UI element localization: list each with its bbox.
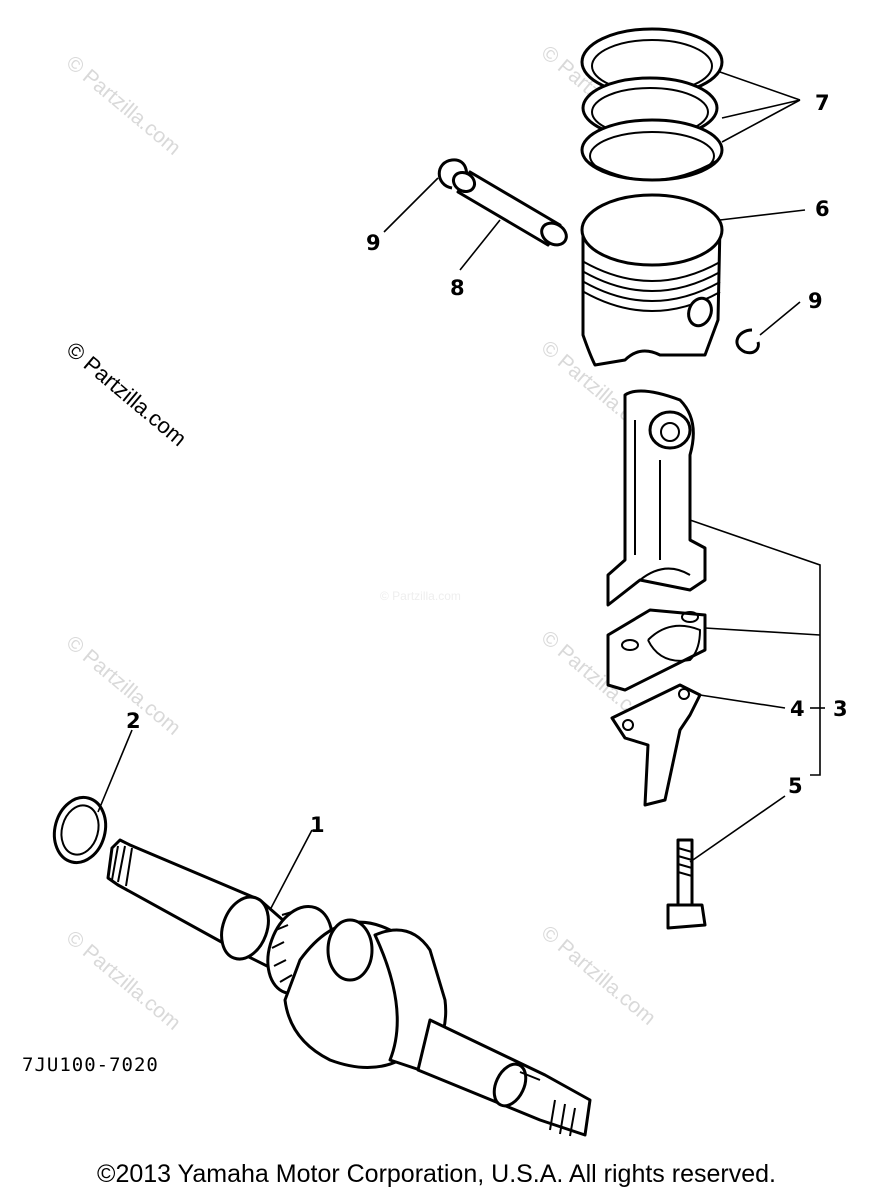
piston-pin — [451, 170, 568, 247]
crankshaft-ring — [52, 795, 108, 865]
rod-bolt — [666, 838, 707, 930]
watermark: © Partzilla.com — [62, 337, 192, 451]
callout-piston-pin: 8 — [450, 276, 465, 300]
watermark: © Partzilla.com — [537, 921, 660, 1030]
callout-clip-right: 9 — [808, 289, 823, 313]
connecting-rod — [606, 389, 707, 607]
connecting-rod-cap — [606, 608, 707, 692]
callout-crankshaft: 1 — [310, 813, 325, 837]
watermark: © Partzilla.com — [62, 631, 185, 740]
watermark: © Partzilla.com — [380, 589, 461, 603]
piston — [580, 193, 724, 367]
diagram-part-number: 7JU100-7020 — [22, 1054, 159, 1076]
piston-pin-clip-right — [735, 328, 760, 355]
callouts: 1 2 3 4 5 6 7 8 9 9 — [126, 91, 848, 837]
callout-bolt: 5 — [788, 774, 803, 798]
crankshaft — [106, 838, 592, 1137]
watermark: © Partzilla.com — [62, 926, 185, 1035]
piston-rings — [580, 27, 724, 182]
callout-rod-assembly: 3 — [833, 697, 848, 721]
callout-piston-rings: 7 — [815, 91, 830, 115]
leader-lines — [97, 71, 825, 911]
watermark: © Partzilla.com — [62, 51, 185, 160]
callout-dipper: 4 — [790, 697, 805, 721]
copyright-notice: ©2013 Yamaha Motor Corporation, U.S.A. A… — [97, 1160, 776, 1188]
callout-piston: 6 — [815, 197, 830, 221]
callout-clip-left: 9 — [366, 231, 381, 255]
callout-ring: 2 — [126, 709, 141, 733]
oil-dipper — [610, 683, 702, 807]
